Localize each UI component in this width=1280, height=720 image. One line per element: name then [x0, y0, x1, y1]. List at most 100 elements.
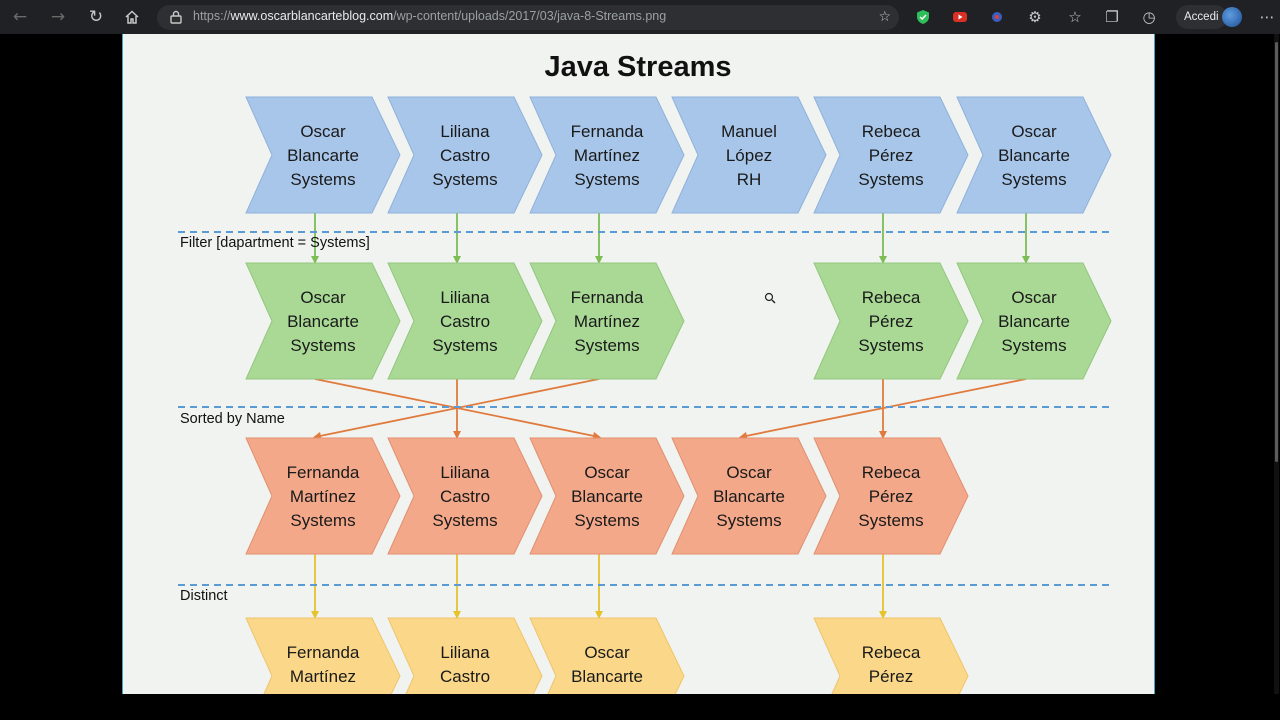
card-text-line: Blancarte	[571, 487, 643, 506]
card-text-line: Castro	[440, 312, 490, 331]
card-text-line: Pérez	[869, 312, 913, 331]
zoom-cursor-icon	[764, 292, 776, 304]
card-text-line: Systems	[574, 170, 639, 189]
card-text-line: Systems	[290, 336, 355, 355]
chevron-shape	[387, 262, 543, 380]
flag-extension-icon[interactable]	[988, 8, 1006, 26]
chevron-shape	[245, 617, 401, 694]
stage-label: Sorted by Name	[180, 411, 285, 427]
card-text-line: Blancarte	[998, 146, 1070, 165]
card-text-line: Fernanda	[571, 122, 644, 141]
bottom-bar	[0, 694, 1280, 720]
card-text-line: Oscar	[300, 288, 346, 307]
card-text-line: Martínez	[290, 667, 356, 686]
card-text-line: Blancarte	[713, 487, 785, 506]
card-text-line: Manuel	[721, 122, 777, 141]
card-text-line: Systems	[858, 170, 923, 189]
forward-arrow-icon[interactable]: →	[50, 7, 66, 27]
java-streams-diagram: Java Streams Filter [dapartment = System…	[178, 51, 1113, 694]
card-text-line: Systems	[1001, 170, 1066, 189]
card-text-line: Rebeca	[862, 288, 921, 307]
dividers-layer: Filter [dapartment = Systems]Sorted by N…	[178, 231, 1113, 604]
url-host: www.oscarblancarteblog.com	[230, 9, 394, 23]
shield-extension-icon[interactable]	[914, 8, 932, 26]
back-arrow-icon[interactable]: ←	[12, 7, 28, 27]
card-text-line: Systems	[290, 511, 355, 530]
card-text-line: Pérez	[869, 487, 913, 506]
card-text-line: Liliana	[440, 288, 490, 307]
home-icon[interactable]	[120, 5, 144, 29]
chevron-shape	[387, 617, 543, 694]
card-text-line: Castro	[440, 667, 490, 686]
diagram-title: Java Streams	[544, 51, 731, 83]
card-text-line: Blancarte	[287, 312, 359, 331]
card-text-line: Martínez	[574, 146, 640, 165]
chevron-shape	[245, 96, 401, 214]
card-text-line: Systems	[858, 511, 923, 530]
card-text-line: Fernanda	[287, 643, 360, 662]
card-text-line: Systems	[432, 691, 497, 694]
card-text-line: Castro	[440, 487, 490, 506]
address-bar[interactable]: https://www.oscarblancarteblog.com/wp-co…	[157, 5, 899, 30]
history-icon[interactable]: ◷	[1142, 8, 1156, 26]
card-text-line: Fernanda	[287, 463, 360, 482]
diagram-image: Java Streams Filter [dapartment = System…	[122, 34, 1155, 694]
card-text-line: Blancarte	[287, 146, 359, 165]
vertical-scrollbar[interactable]	[1274, 34, 1279, 694]
add-favorite-icon[interactable]: ☆	[878, 9, 891, 25]
card-text-line: Systems	[574, 511, 639, 530]
card-text-line: López	[726, 146, 772, 165]
extensions-puzzle-icon[interactable]: ⚙	[1028, 8, 1042, 26]
account-label: Accedi	[1184, 11, 1219, 23]
url-text[interactable]: https://www.oscarblancarteblog.com/wp-co…	[193, 9, 666, 23]
more-options-icon[interactable]: ⋯	[1259, 8, 1275, 26]
card-text-line: Systems	[432, 336, 497, 355]
page-viewport: Java Streams Filter [dapartment = System…	[0, 34, 1280, 694]
card-text-line: Martínez	[290, 487, 356, 506]
card-text-line: Liliana	[440, 122, 490, 141]
chevron-shape	[813, 437, 969, 555]
card-text-line: Systems	[1001, 336, 1066, 355]
card-text-line: Oscar	[300, 122, 346, 141]
collections-icon[interactable]: ❐	[1105, 8, 1119, 26]
scrollbar-thumb[interactable]	[1275, 42, 1278, 462]
reload-icon[interactable]: ↻	[88, 7, 104, 27]
account-button[interactable]: Accedi	[1176, 5, 1227, 29]
card-text-line: Pérez	[869, 667, 913, 686]
card-text-line: Oscar	[1011, 122, 1057, 141]
card-text-line: Oscar	[1011, 288, 1057, 307]
url-prefix: https://	[193, 9, 231, 23]
video-extension-icon[interactable]	[951, 8, 969, 26]
card-text-line: Pérez	[869, 146, 913, 165]
avatar[interactable]	[1222, 7, 1242, 27]
card-text-line: RH	[737, 170, 762, 189]
chevron-shape	[387, 96, 543, 214]
chevron-shape	[529, 617, 685, 694]
chevron-shape	[245, 262, 401, 380]
card-text-line: Fernanda	[571, 288, 644, 307]
card-text-line: Systems	[716, 511, 781, 530]
card-text-line: Castro	[440, 146, 490, 165]
chevron-shape	[956, 96, 1112, 214]
chevron-shape	[813, 96, 969, 214]
url-path: /wp-content/uploads/2017/03/java-8-Strea…	[393, 9, 667, 23]
card-text-line: Systems	[290, 170, 355, 189]
card-text-line: Oscar	[584, 643, 630, 662]
favorites-icon[interactable]: ☆	[1068, 8, 1082, 26]
lock-icon[interactable]	[167, 8, 185, 26]
